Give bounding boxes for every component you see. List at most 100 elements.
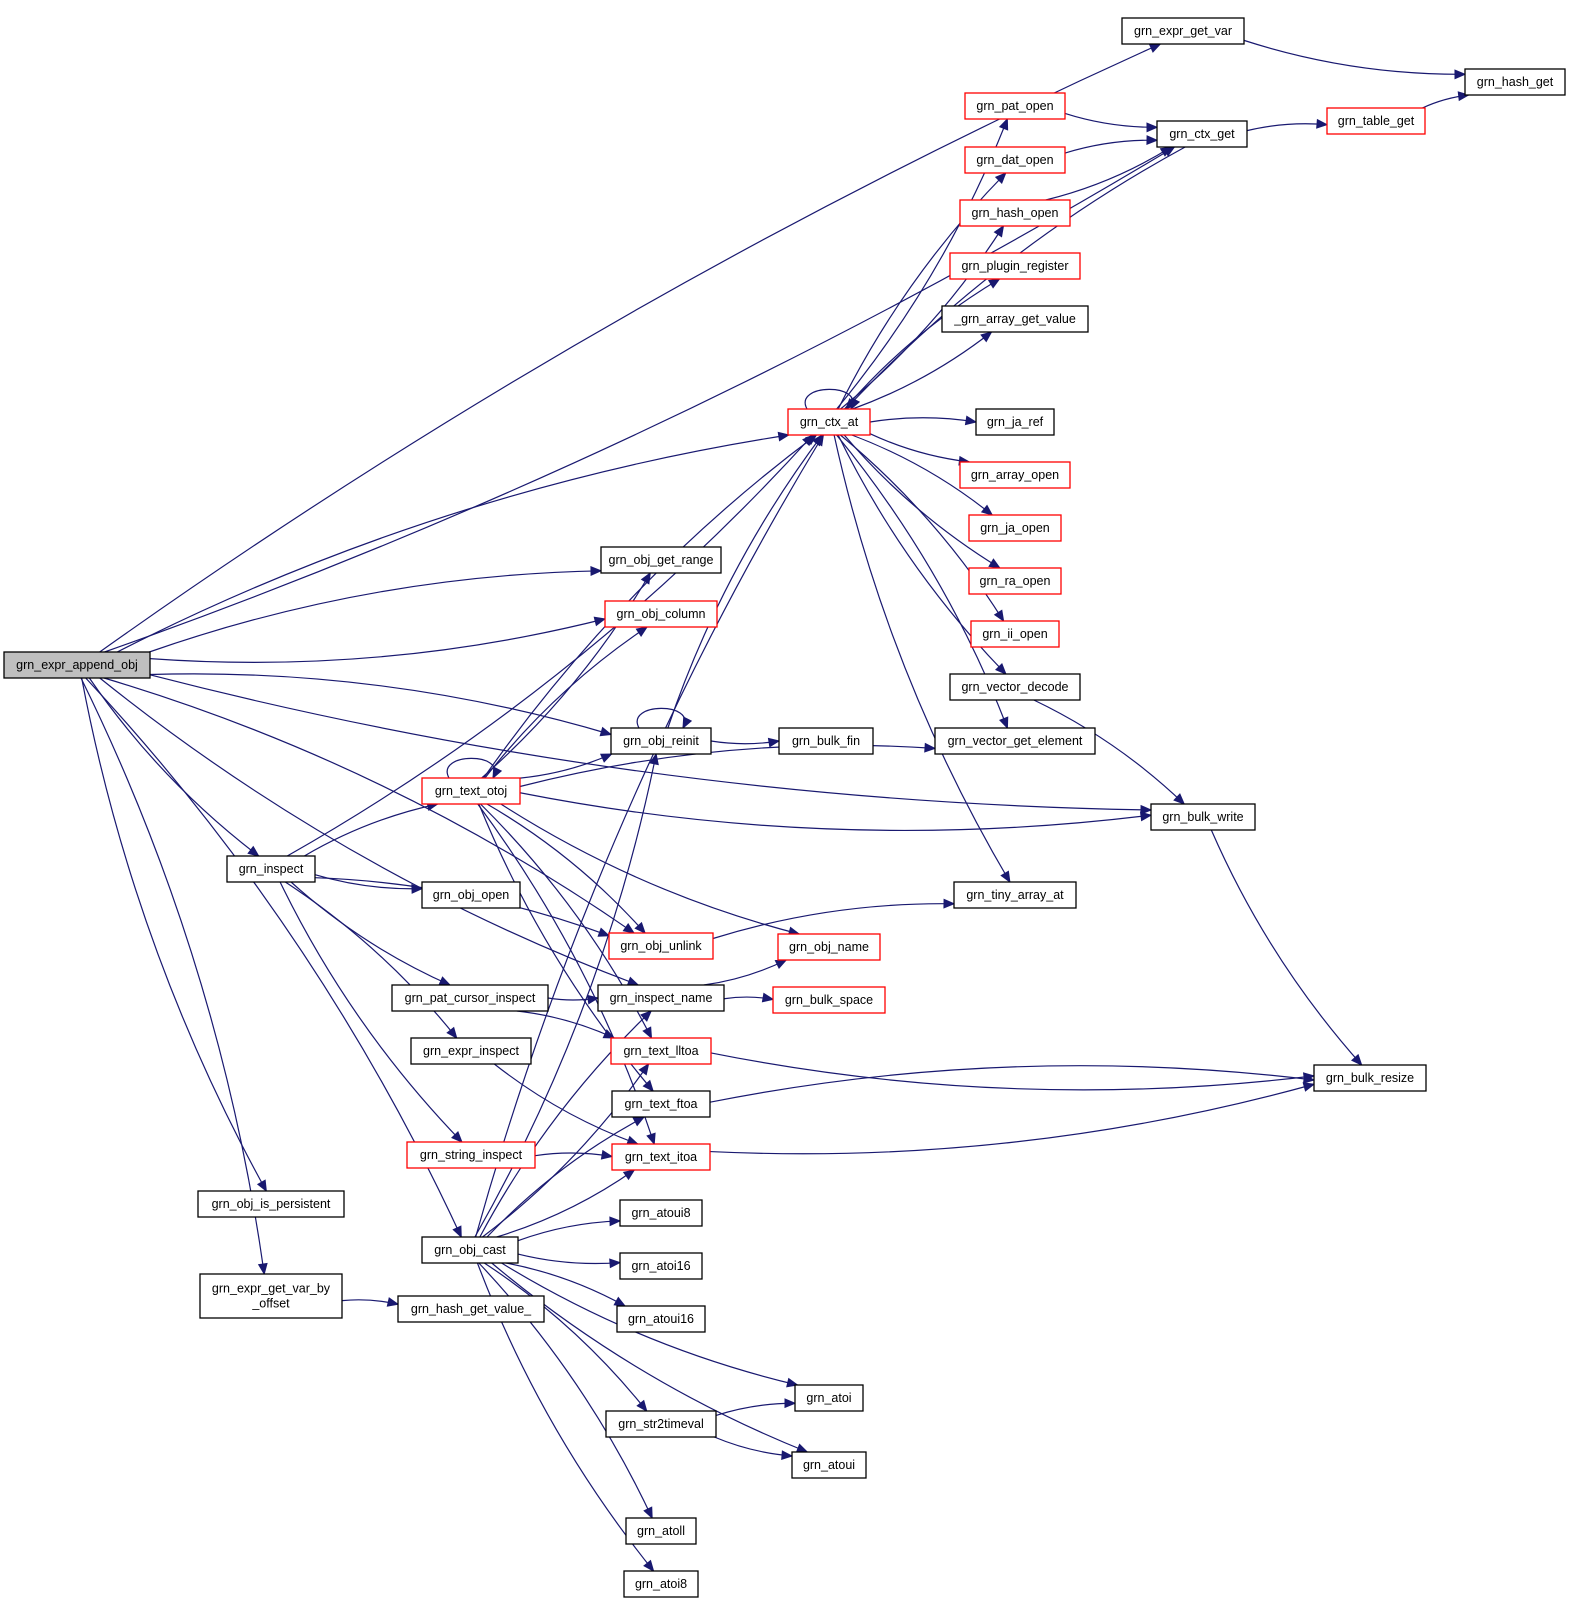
node-grn_text_ftoa[interactable]: grn_text_ftoa xyxy=(611,1090,711,1118)
node-box xyxy=(941,305,1089,333)
node-box xyxy=(772,986,886,1014)
node-box xyxy=(949,252,1081,280)
edge-grn_hash_open-to-grn_ctx_get xyxy=(1045,146,1173,201)
node-grn_obj_get_range[interactable]: grn_obj_get_range xyxy=(600,546,722,574)
edge-line xyxy=(85,677,462,1238)
node-box xyxy=(953,881,1077,909)
edge-line xyxy=(517,1220,621,1242)
node-grn_bulk_resize[interactable]: grn_bulk_resize xyxy=(1313,1064,1427,1092)
node-box xyxy=(959,461,1071,489)
edge-grn_expr_get_var-to-grn_hash_get xyxy=(1243,39,1467,80)
node-grn_bulk_space[interactable]: grn_bulk_space xyxy=(772,986,886,1014)
edge-line xyxy=(1064,139,1158,154)
edge-arrowhead xyxy=(613,1296,627,1307)
node-grn_ii_open[interactable]: grn_ii_open xyxy=(970,620,1060,648)
node-box xyxy=(391,984,549,1012)
edge-grn_text_otoj-to-grn_obj_reinit xyxy=(519,753,613,779)
node-grn_dat_open[interactable]: grn_dat_open xyxy=(964,146,1066,174)
edge-line xyxy=(491,1262,808,1453)
node-grn_atoui16[interactable]: grn_atoui16 xyxy=(616,1305,706,1333)
node-label: grn_text_lltoa xyxy=(623,1044,698,1058)
edge-grn_dat_open-to-grn_ctx_get xyxy=(1064,135,1159,154)
node-grn_text_itoa[interactable]: grn_text_itoa xyxy=(611,1143,711,1171)
edge-grn_text_otoj-to-grn_vector_get_element xyxy=(519,742,937,788)
node-grn_inspect_name[interactable]: grn_inspect_name xyxy=(597,984,725,1012)
node-grn_ja_ref[interactable]: grn_ja_ref xyxy=(975,408,1055,436)
edge-line xyxy=(519,753,612,779)
node-box xyxy=(1326,107,1426,135)
node-grn_obj_reinit[interactable]: grn_obj_reinit xyxy=(610,727,712,755)
node-grn_hash_open[interactable]: grn_hash_open xyxy=(959,199,1071,227)
edge-line xyxy=(517,1253,621,1265)
node-grn_string_inspect[interactable]: grn_string_inspect xyxy=(406,1141,536,1169)
edge-line xyxy=(1243,39,1466,75)
node-box xyxy=(1464,68,1566,96)
node-grn_ctx_at[interactable]: grn_ctx_at xyxy=(787,408,871,436)
node-label: grn_inspect_name xyxy=(610,991,713,1005)
node-grn_atoui[interactable]: grn_atoui xyxy=(791,1451,867,1479)
node-_grn_array_get_value[interactable]: _grn_array_get_value xyxy=(941,305,1089,333)
node-grn_obj_is_persistent[interactable]: grn_obj_is_persistent xyxy=(197,1190,345,1218)
node-grn_str2timeval[interactable]: grn_str2timeval xyxy=(605,1410,717,1438)
edge-line xyxy=(667,434,823,729)
edge-line xyxy=(286,434,814,857)
node-box xyxy=(421,777,521,805)
node-grn_atoi16[interactable]: grn_atoi16 xyxy=(619,1252,703,1280)
node-grn_table_get[interactable]: grn_table_get xyxy=(1326,107,1426,135)
edge-arrowhead xyxy=(1173,793,1186,805)
node-grn_atoui8[interactable]: grn_atoui8 xyxy=(619,1199,703,1227)
edge-grn_text_ftoa-to-grn_bulk_resize xyxy=(709,1065,1316,1103)
node-grn_tiny_array_at[interactable]: grn_tiny_array_at xyxy=(953,881,1077,909)
node-grn_atoll[interactable]: grn_atoll xyxy=(625,1517,697,1545)
node-grn_vector_get_element[interactable]: grn_vector_get_element xyxy=(934,727,1096,755)
node-grn_bulk_fin[interactable]: grn_bulk_fin xyxy=(778,727,874,755)
node-grn_array_open[interactable]: grn_array_open xyxy=(959,461,1071,489)
node-grn_ja_open[interactable]: grn_ja_open xyxy=(968,514,1062,542)
edge-arrowhead xyxy=(1139,811,1153,822)
node-grn_pat_open[interactable]: grn_pat_open xyxy=(964,92,1066,120)
node-grn_expr_append_obj[interactable]: grn_expr_append_obj xyxy=(3,651,151,679)
edge-arrowhead xyxy=(600,1149,614,1160)
node-grn_hash_get_value_[interactable]: grn_hash_get_value_ xyxy=(397,1295,545,1323)
node-grn_ctx_get[interactable]: grn_ctx_get xyxy=(1156,120,1248,148)
edge-grn_ctx_at-to-grn_ii_open xyxy=(840,434,1005,623)
node-grn_vector_decode[interactable]: grn_vector_decode xyxy=(949,673,1081,701)
node-grn_plugin_register[interactable]: grn_plugin_register xyxy=(949,252,1081,280)
edge-arrowhead xyxy=(643,1506,653,1520)
node-grn_ra_open[interactable]: grn_ra_open xyxy=(968,567,1062,595)
edge-line xyxy=(479,1010,652,1238)
node-grn_obj_column[interactable]: grn_obj_column xyxy=(604,600,718,628)
node-grn_expr_get_var[interactable]: grn_expr_get_var xyxy=(1121,17,1245,45)
node-grn_hash_get[interactable]: grn_hash_get xyxy=(1464,68,1566,96)
node-box xyxy=(410,1037,532,1065)
edge-arrowhead xyxy=(638,1062,650,1076)
node-grn_text_lltoa[interactable]: grn_text_lltoa xyxy=(610,1037,712,1065)
edge-line xyxy=(840,225,1004,410)
node-grn_inspect[interactable]: grn_inspect xyxy=(226,855,316,883)
edge-line xyxy=(501,1262,798,1386)
edge-arrowhead xyxy=(446,1026,458,1040)
node-grn_atoi[interactable]: grn_atoi xyxy=(794,1384,864,1412)
node-grn_obj_name[interactable]: grn_obj_name xyxy=(777,933,881,961)
edge-line xyxy=(843,434,1001,569)
node-box xyxy=(623,1570,699,1598)
node-grn_obj_unlink[interactable]: grn_obj_unlink xyxy=(608,932,714,960)
node-grn_obj_cast[interactable]: grn_obj_cast xyxy=(421,1236,519,1264)
edge-arrowhead xyxy=(599,726,613,737)
node-grn_expr_inspect[interactable]: grn_expr_inspect xyxy=(410,1037,532,1065)
edge-line xyxy=(1246,123,1328,132)
node-label: grn_atoi16 xyxy=(631,1259,690,1273)
node-grn_pat_cursor_inspect[interactable]: grn_pat_cursor_inspect xyxy=(391,984,549,1012)
edge-grn_expr_append_obj-to-grn_obj_get_range xyxy=(149,566,603,653)
edge-arrowhead xyxy=(964,415,978,426)
node-grn_text_otoj[interactable]: grn_text_otoj xyxy=(421,777,521,805)
node-grn_obj_open[interactable]: grn_obj_open xyxy=(421,881,521,909)
node-label: grn_str2timeval xyxy=(618,1417,703,1431)
edge-arrowhead xyxy=(1159,146,1173,157)
node-grn_expr_get_var_by_offset[interactable]: grn_expr_get_var_by_offset xyxy=(199,1273,343,1319)
edge-arrowhead xyxy=(767,737,781,748)
node-grn_bulk_write[interactable]: grn_bulk_write xyxy=(1150,803,1256,831)
node-box xyxy=(406,1141,536,1169)
node-grn_atoi8[interactable]: grn_atoi8 xyxy=(623,1570,699,1598)
edge-arrowhead xyxy=(622,1169,636,1181)
